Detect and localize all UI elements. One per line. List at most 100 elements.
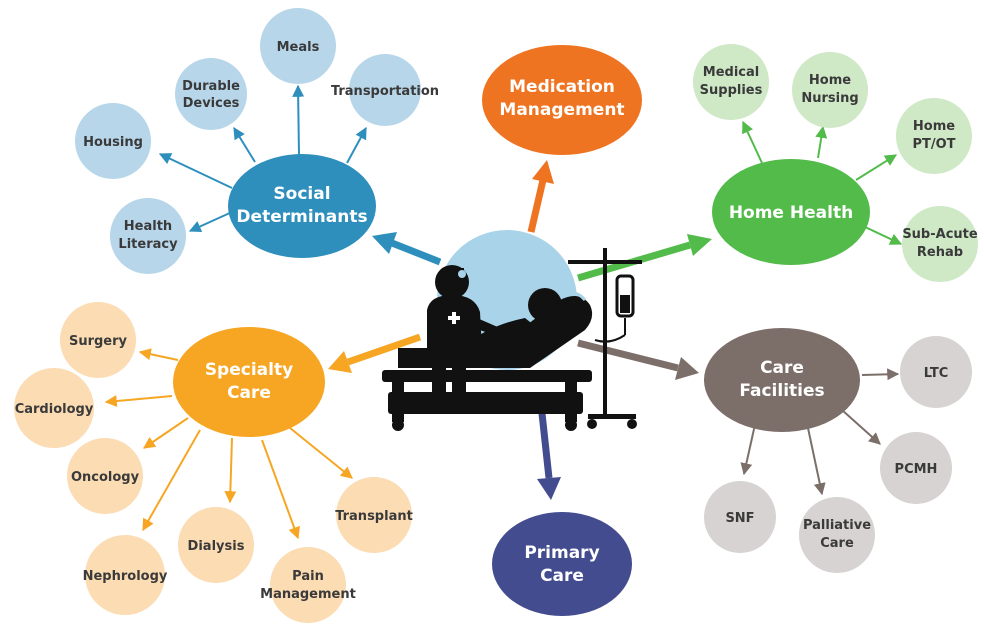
arrow-specialty-cardiology (104, 395, 173, 407)
arrow-social-meals (292, 84, 305, 156)
satellite-palliative-care-line2: Care (820, 536, 854, 551)
satellite-nephrology: Nephrology (83, 535, 168, 615)
arrow-facilities-pcmh (841, 409, 881, 445)
satellite-durable-devices: Durable Devices (175, 58, 247, 130)
satellite-health-literacy-line2: Literacy (118, 237, 178, 252)
satellite-sub-acute-rehab-line1: Sub-Acute (902, 227, 978, 242)
satellites-care-facilities: LTC PCMH SNF Palliative Care (704, 336, 972, 573)
hub-medication-management-line2: Management (499, 100, 624, 120)
satellite-palliative-care: Palliative Care (799, 497, 875, 573)
satellite-pcmh-label: PCMH (895, 462, 938, 477)
arrow-specialty-oncology (143, 417, 189, 449)
arrow-to-medication-management (527, 160, 554, 233)
satellite-ltc-label: LTC (924, 366, 949, 381)
arrow-home-sub-acute-rehab (862, 225, 903, 245)
satellite-ltc: LTC (900, 336, 972, 408)
arrow-facilities-snf (740, 419, 757, 476)
hubs: Social Determinants Medication Managemen… (173, 45, 870, 616)
hub-social-determinants-line2: Determinants (236, 207, 367, 227)
satellite-palliative-care-line1: Palliative (803, 518, 871, 533)
satellite-snf: SNF (704, 481, 776, 553)
satellites-home-health: Medical Supplies Home Nursing Home PT/OT… (693, 44, 978, 282)
satellite-transplant: Transplant (335, 477, 413, 553)
satellite-pain-management-line2: Management (260, 587, 356, 602)
hub-social-determinants: Social Determinants (228, 154, 376, 258)
satellite-medical-supplies-line2: Supplies (700, 83, 763, 98)
satellite-housing-label: Housing (83, 135, 143, 150)
hub-primary-care-line2: Care (540, 566, 584, 586)
arrow-facilities-palliative (807, 427, 826, 496)
arrow-specialty-pain-management (261, 439, 300, 540)
arrow-social-housing (158, 153, 233, 189)
satellite-cardiology: Cardiology (14, 368, 94, 448)
satellite-housing: Housing (75, 103, 151, 179)
hub-primary-care-shape (492, 512, 632, 616)
hub-medication-management-line1: Medication (509, 77, 615, 97)
arrow-social-durable-devices (233, 126, 256, 163)
arrow-facilities-ltc (861, 368, 900, 381)
hub-primary-care-line1: Primary (524, 543, 599, 563)
arrow-to-care-facilities (577, 339, 699, 380)
satellite-transportation-label: Transportation (331, 84, 439, 99)
satellite-dialysis: Dialysis (178, 507, 254, 583)
satellite-arrows (104, 84, 903, 540)
satellite-nephrology-label: Nephrology (83, 569, 168, 584)
hub-care-facilities-line1: Care (760, 358, 804, 378)
arrow-specialty-surgery (138, 348, 179, 361)
hub-social-determinants-shape (228, 154, 376, 258)
satellites-social: Meals Durable Devices Transportation Hou… (75, 8, 439, 274)
satellite-home-pt-ot: Home PT/OT (896, 98, 972, 174)
satellite-health-literacy: Health Literacy (110, 198, 186, 274)
satellite-cardiology-label: Cardiology (15, 402, 94, 417)
hub-social-determinants-line1: Social (273, 184, 330, 204)
satellite-surgery-label: Surgery (69, 334, 128, 349)
hub-specialty-care-line2: Care (227, 383, 271, 403)
satellite-surgery: Surgery (60, 302, 136, 378)
satellite-dialysis-label: Dialysis (188, 539, 245, 554)
hub-medication-management-shape (482, 45, 642, 155)
satellite-medical-supplies: Medical Supplies (693, 44, 769, 120)
satellite-pain-management: Pain Management (260, 547, 356, 623)
satellite-sub-acute-rehab-line2: Rehab (917, 245, 963, 260)
arrow-social-health-literacy (188, 211, 233, 233)
satellite-medical-supplies-line1: Medical (703, 65, 759, 80)
arrow-home-nursing (815, 125, 828, 159)
arrow-specialty-nephrology (142, 429, 201, 532)
hub-home-health: Home Health (712, 159, 870, 265)
satellite-home-nursing: Home Nursing (792, 52, 868, 128)
satellite-home-nursing-line2: Nursing (801, 91, 858, 106)
hub-care-facilities-line2: Facilities (739, 381, 824, 401)
satellite-home-pt-ot-line2: PT/OT (912, 137, 955, 152)
satellite-transplant-label: Transplant (335, 509, 413, 524)
satellite-pcmh: PCMH (880, 432, 952, 504)
hub-home-health-shape (712, 159, 870, 265)
satellite-home-pt-ot-line1: Home (913, 119, 955, 134)
patient-bed-with-doctor-and-iv-icon (382, 248, 642, 431)
hub-specialty-care-shape (173, 327, 325, 437)
satellite-meals: Meals (260, 8, 336, 84)
hub-care-facilities: Care Facilities (704, 328, 860, 432)
arrow-specialty-transplant (289, 427, 353, 479)
arrow-social-transportation (346, 126, 367, 164)
satellite-meals-label: Meals (277, 40, 320, 55)
satellite-sub-acute-rehab: Sub-Acute Rehab (902, 206, 978, 282)
satellite-snf-label: SNF (725, 511, 754, 526)
arrow-home-medical-supplies (742, 120, 763, 164)
hub-specialty-care: Specialty Care (173, 327, 325, 437)
satellite-health-literacy-line1: Health (124, 219, 172, 234)
hub-home-health-label: Home Health (729, 203, 853, 223)
satellite-durable-devices-line1: Durable (182, 79, 240, 94)
hub-primary-care: Primary Care (492, 512, 632, 616)
satellite-transportation: Transportation (331, 54, 439, 126)
satellite-oncology: Oncology (67, 438, 143, 514)
arrow-to-specialty-care (328, 333, 422, 373)
satellites-specialty: Surgery Cardiology Oncology Dialysis Tra… (14, 302, 413, 623)
arrow-to-social-determinants (372, 232, 442, 266)
satellite-oncology-label: Oncology (71, 470, 140, 485)
satellite-pain-management-line1: Pain (292, 569, 324, 584)
hub-care-facilities-shape (704, 328, 860, 432)
satellite-home-nursing-line1: Home (809, 73, 851, 88)
satellite-durable-devices-line2: Devices (183, 96, 240, 111)
